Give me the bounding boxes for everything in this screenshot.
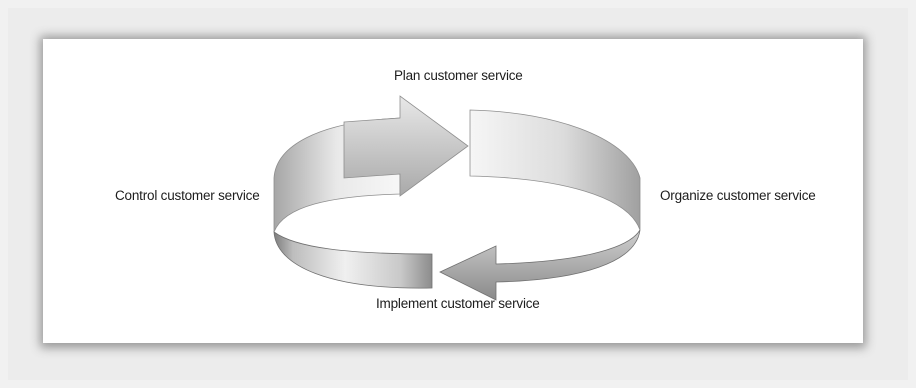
implement-label: Implement customer service [376, 296, 540, 311]
organize-band [469, 109, 641, 231]
implement-arrow [439, 229, 641, 301]
diagram-panel [43, 39, 863, 343]
control-label: Control customer service [115, 188, 260, 203]
organize-label: Organize customer service [660, 188, 816, 203]
plan-label: Plan customer service [394, 68, 523, 83]
plan-arrow [343, 95, 469, 197]
implement-band [273, 231, 433, 289]
